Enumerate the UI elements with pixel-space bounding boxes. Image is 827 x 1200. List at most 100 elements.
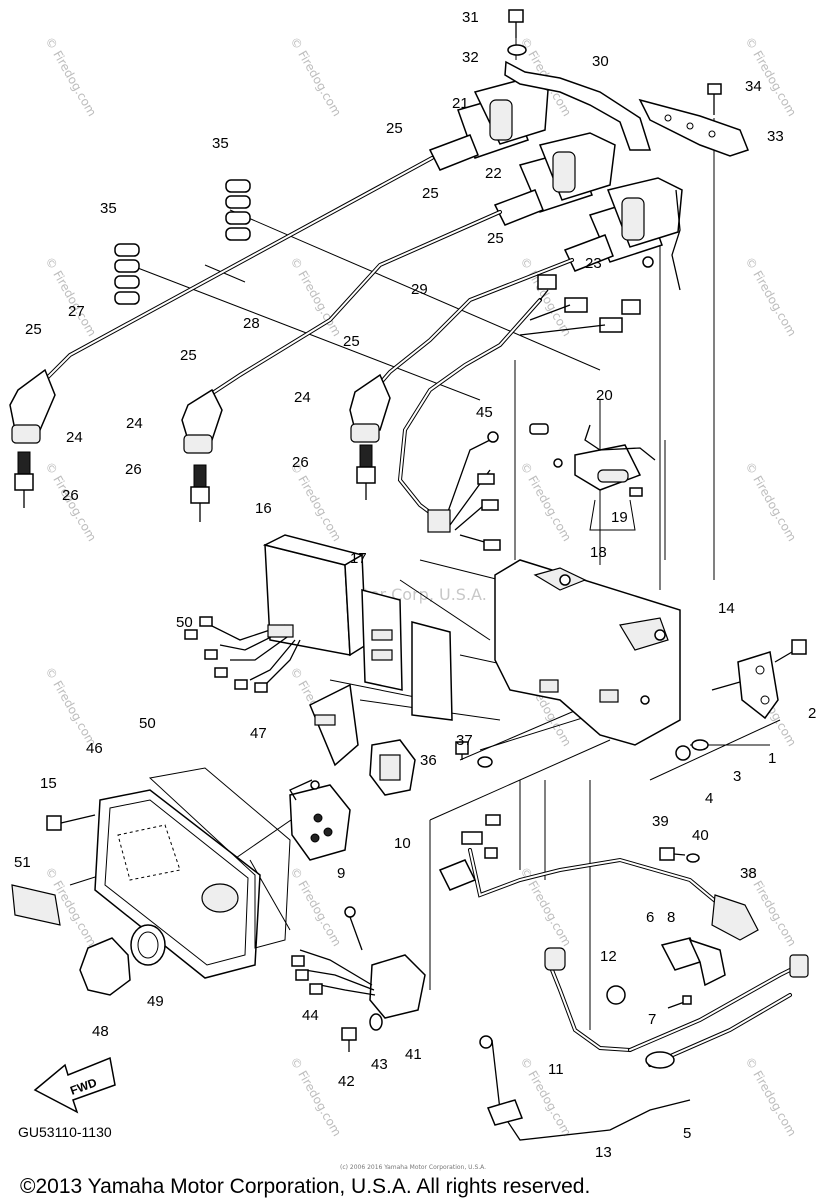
watermark: © Firedog.com <box>287 460 344 544</box>
gasket-50 <box>148 767 291 949</box>
watermark: © Firedog.com <box>742 1055 799 1139</box>
bolt-31 <box>508 9 524 23</box>
callout-38: 38 <box>740 865 757 882</box>
callout-8: 8 <box>667 909 675 926</box>
callout-13: 13 <box>595 1144 612 1161</box>
callout-26: 26 <box>292 454 309 471</box>
bolt-42 <box>341 1027 357 1052</box>
callout-16: 16 <box>255 500 272 517</box>
callout-21: 21 <box>452 95 469 112</box>
callout-35: 35 <box>212 135 229 152</box>
plug-cap-24a <box>9 368 56 444</box>
watermark: © Firedog.com <box>517 255 574 339</box>
callout-14: 14 <box>718 600 735 617</box>
callout-12: 12 <box>600 948 617 965</box>
washer-40 <box>686 853 700 863</box>
callout-35: 35 <box>100 200 117 217</box>
callout-37: 37 <box>456 732 473 749</box>
fwd-arrow: FWD <box>33 1056 116 1114</box>
callout-3: 3 <box>733 768 741 785</box>
callout-1: 1 <box>768 750 776 767</box>
ground-lead-13 <box>479 1035 691 1141</box>
watermark: © Firedog.com <box>42 255 99 339</box>
callout-27: 27 <box>68 303 85 320</box>
plug-cap-24c <box>349 373 391 443</box>
spark-plug-26b <box>190 464 210 522</box>
callout-50: 50 <box>176 614 193 631</box>
watermark: © Firedog.com <box>287 865 344 949</box>
callout-26: 26 <box>62 487 79 504</box>
bolt-15 <box>46 814 96 831</box>
bolt-2 <box>774 639 807 663</box>
callout-2: 2 <box>808 705 816 722</box>
spark-plug-26a <box>14 451 34 508</box>
callout-22: 22 <box>485 165 502 182</box>
callout-19: 19 <box>611 509 628 526</box>
cdi-unit-16 <box>184 534 367 693</box>
watermark: © Firedog.com <box>42 35 99 119</box>
bolt-36 <box>455 741 469 760</box>
watermark: © Firedog.com <box>517 1055 574 1139</box>
callout-10: 10 <box>394 835 411 852</box>
callout-46: 46 <box>86 740 103 757</box>
callout-25: 25 <box>386 120 403 137</box>
callout-31: 31 <box>462 9 479 26</box>
watermark: © Firedog.com <box>742 255 799 339</box>
battery-cable-5 <box>628 954 809 1069</box>
callout-24: 24 <box>66 429 83 446</box>
grommet-12 <box>606 985 626 1005</box>
watermark: © Firedog.com <box>42 665 99 749</box>
watermark: © Firedog.com <box>742 35 799 119</box>
sensor-assembly-18 <box>529 423 656 531</box>
callout-25: 25 <box>25 321 42 338</box>
callout-25: 25 <box>422 185 439 202</box>
watermark: © Firedog.com <box>287 255 344 339</box>
washer-43 <box>369 1013 383 1031</box>
callout-39: 39 <box>652 813 669 830</box>
callout-44: 44 <box>302 1007 319 1024</box>
diagram-code: GU53110-1130 <box>18 1124 112 1140</box>
callout-25: 25 <box>343 333 360 350</box>
rectifier-41 <box>291 906 426 1019</box>
callout-50: 50 <box>139 715 156 732</box>
watermark: © Firedog.com <box>287 1055 344 1139</box>
bracket-17 <box>361 589 453 721</box>
plate-33 <box>638 83 749 157</box>
washer-37 <box>477 756 493 768</box>
washer-3 <box>691 739 709 751</box>
plug-cap-24b <box>181 388 223 454</box>
holder-47 <box>309 683 359 767</box>
callout-17: 17 <box>350 550 367 567</box>
ht-cord-27 <box>33 156 434 402</box>
copyright-notice: ©2013 Yamaha Motor Corporation, U.S.A. A… <box>20 1175 590 1198</box>
ignition-coil-22 <box>493 132 616 226</box>
callout-6: 6 <box>646 909 654 926</box>
small-print: (c) 2006 2016 Yamaha Motor Corporation, … <box>340 1164 486 1171</box>
cover-46 <box>94 789 261 979</box>
callout-24: 24 <box>294 389 311 406</box>
callout-33: 33 <box>767 128 784 145</box>
callout-28: 28 <box>243 315 260 332</box>
switch-9 <box>289 779 351 861</box>
callout-30: 30 <box>592 53 609 70</box>
callout-34: 34 <box>745 78 762 95</box>
cable-11 <box>544 947 632 1052</box>
callout-25: 25 <box>487 230 504 247</box>
bolt-34 <box>707 83 722 95</box>
callout-labels: 31 32 30 34 33 21 25 35 22 25 35 25 2 3 2… <box>14 9 816 1161</box>
plate-1 <box>711 651 779 720</box>
watermark: © Firedog.com <box>742 460 799 544</box>
callout-36: 36 <box>420 752 437 769</box>
callout-7: 7 <box>648 1011 656 1028</box>
cap-48 <box>79 937 131 996</box>
clip-35b <box>114 243 140 305</box>
callout-32: 32 <box>462 49 479 66</box>
callout-42: 42 <box>338 1073 355 1090</box>
clip-35a <box>225 179 251 241</box>
callout-43: 43 <box>371 1056 388 1073</box>
callout-25: 25 <box>180 347 197 364</box>
callout-20: 20 <box>596 387 613 404</box>
seal-49 <box>130 924 166 966</box>
callout-26: 26 <box>125 461 142 478</box>
